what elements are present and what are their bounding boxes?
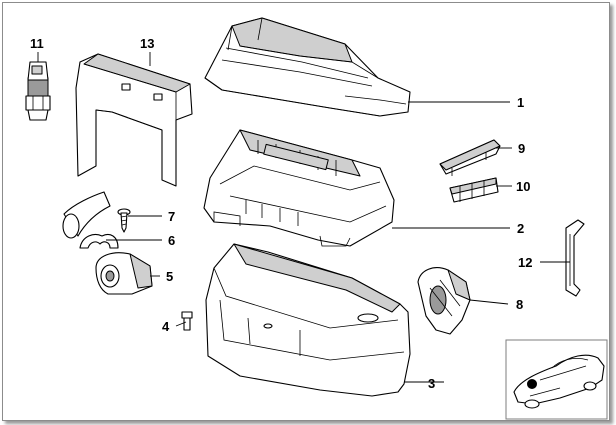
part-6-hose-clamp-drawing[interactable]	[62, 191, 119, 249]
vehicle-location-thumbnail[interactable]	[505, 339, 608, 420]
callout-11: 11	[30, 36, 44, 51]
callout-9: 9	[518, 141, 525, 156]
part-3-lower-housing-drawing[interactable]	[205, 243, 411, 397]
callout-4: 4	[162, 319, 170, 334]
callout-numbers: 1 2 3 4 5 6 7 8 9 10 11 12 13	[30, 36, 532, 391]
callout-7: 7	[168, 209, 175, 224]
part-7-screw-drawing[interactable]	[117, 208, 131, 233]
leader-8	[469, 299, 509, 305]
callout-13: 13	[140, 36, 154, 51]
part-1-cover-drawing[interactable]	[204, 17, 411, 117]
part-13-bracket-drawing[interactable]	[75, 53, 193, 187]
callout-6: 6	[168, 233, 175, 248]
callout-2: 2	[517, 221, 524, 236]
part-8-duct-drawing[interactable]	[417, 267, 471, 335]
part-12-bracket-drawing[interactable]	[565, 219, 585, 297]
callout-3: 3	[428, 376, 435, 391]
part-10-clip-drawing[interactable]	[449, 177, 499, 203]
part-5-housing-drawing[interactable]	[95, 252, 153, 295]
part-11-sensor-drawing[interactable]	[25, 61, 51, 121]
car-outline-icon	[513, 354, 605, 409]
leader-4	[175, 321, 187, 327]
callout-8: 8	[516, 297, 523, 312]
callout-12: 12	[518, 255, 532, 270]
callout-1: 1	[517, 95, 524, 110]
callout-5: 5	[166, 269, 173, 284]
callout-10: 10	[516, 179, 530, 194]
part-9-clip-drawing[interactable]	[439, 139, 501, 176]
leader-lines	[37, 52, 570, 383]
part-4-plug-drawing[interactable]	[181, 311, 193, 331]
location-marker-icon	[527, 379, 537, 389]
part-2-frame-drawing[interactable]	[203, 129, 395, 247]
